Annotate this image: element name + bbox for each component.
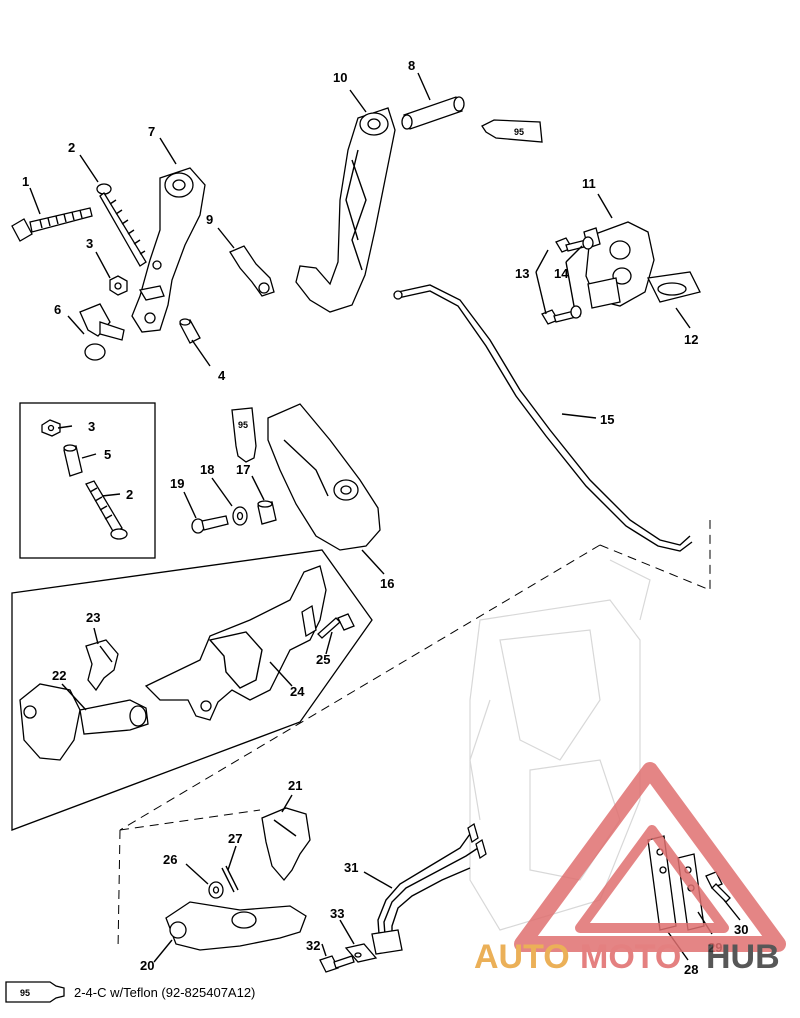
- callout-3: 3: [86, 236, 93, 251]
- part-4-sleeve: [179, 318, 201, 344]
- callout-26: 26: [163, 852, 177, 867]
- part-1-bolt: [11, 207, 93, 242]
- callout-27: 27: [228, 831, 242, 846]
- part-30-screw: [705, 871, 731, 903]
- watermark-hub: HUB: [706, 938, 780, 976]
- callout-19: 19: [170, 476, 184, 491]
- callout-15: 15: [600, 412, 614, 427]
- watermark-auto: AUTO: [474, 938, 570, 976]
- callout-22: 22: [52, 668, 66, 683]
- callout-24: 24: [290, 684, 305, 699]
- callout-25: 25: [316, 652, 330, 667]
- part-7-lever: [131, 167, 206, 333]
- sealant-tube-right: 95: [481, 119, 543, 143]
- inset-callout-2: 2: [126, 487, 133, 502]
- callout-7: 7: [148, 124, 155, 139]
- sealant-tag-upper: 95: [238, 420, 248, 430]
- part-24-linkage-plate: [144, 565, 327, 721]
- callout-9: 9: [206, 212, 213, 227]
- leader-lines: [29, 72, 741, 963]
- part-18-washer: [232, 506, 248, 526]
- watermark-moto: MOTO: [580, 938, 681, 976]
- callout-28: 28: [684, 962, 698, 977]
- callout-31: 31: [344, 860, 358, 875]
- callout-30: 30: [734, 922, 748, 937]
- callout-33: 33: [330, 906, 344, 921]
- part-26-washer: [208, 881, 224, 899]
- callout-14: 14: [554, 266, 569, 281]
- inset-sleeve: [63, 444, 83, 477]
- part-2-bolt: [96, 183, 147, 267]
- callout-4: 4: [218, 368, 226, 383]
- inset-bolt: [85, 480, 128, 540]
- callout-18: 18: [200, 462, 214, 477]
- callout-2: 2: [68, 140, 75, 155]
- part-23-clip: [85, 639, 119, 692]
- legend: 95 2-4-C w/Teflon (92-825407A12): [5, 981, 255, 1003]
- part-27-cotter: [221, 865, 239, 893]
- part-17-bushing: [257, 500, 277, 525]
- callout-11: 11: [582, 176, 596, 191]
- callout-8: 8: [408, 58, 415, 73]
- callout-12: 12: [684, 332, 698, 347]
- callout-1: 1: [22, 174, 29, 189]
- callout-6: 6: [54, 302, 61, 317]
- part-14-spacers: [570, 236, 594, 319]
- part-32-screw: [319, 955, 355, 973]
- part-6-clip: [79, 303, 125, 361]
- callout-23: 23: [86, 610, 100, 625]
- callout-20: 20: [140, 958, 154, 973]
- callout-13: 13: [515, 266, 529, 281]
- legend-tube-icon: [5, 981, 65, 1003]
- inset-callout-3: 3: [88, 419, 95, 434]
- part-11-12-bracket: [583, 221, 701, 309]
- part-16-cam-plate: [267, 403, 381, 551]
- callout-21: 21: [288, 778, 302, 793]
- callout-32: 32: [306, 938, 320, 953]
- part-19-screw: [191, 515, 229, 534]
- sealant-tag-right: 95: [514, 127, 524, 137]
- inset-callout-5: 5: [104, 447, 111, 462]
- callout-10: 10: [333, 70, 347, 85]
- inset-box: [19, 402, 156, 559]
- linkage-box: [11, 549, 373, 831]
- dashed-guides: [117, 520, 711, 951]
- legend-text: 2-4-C w/Teflon (92-825407A12): [74, 985, 255, 1000]
- sealant-tube-upper: 95: [231, 407, 257, 463]
- legend-code: 95: [20, 988, 30, 998]
- part-8-pin: [401, 96, 465, 130]
- callout-17: 17: [236, 462, 250, 477]
- part-33-clamp: [344, 943, 378, 963]
- part-31-harness: [371, 822, 487, 955]
- part-9-link: [229, 245, 275, 297]
- part-21-bracket: [261, 807, 311, 882]
- part-15-rod: [393, 284, 693, 552]
- inset-nut: [41, 419, 61, 437]
- part-25-screw: [317, 613, 355, 639]
- part-22-governor: [19, 683, 149, 761]
- watermark-triangle-inner: [575, 825, 729, 933]
- part-10-cam-arm: [295, 107, 396, 313]
- watermark-triangle-outer: [514, 762, 786, 952]
- watermark-logo: AUTO MOTO HUB: [474, 762, 786, 976]
- part-3-nut: [109, 275, 128, 296]
- part-20-shaft: [165, 901, 307, 951]
- callout-16: 16: [380, 576, 394, 591]
